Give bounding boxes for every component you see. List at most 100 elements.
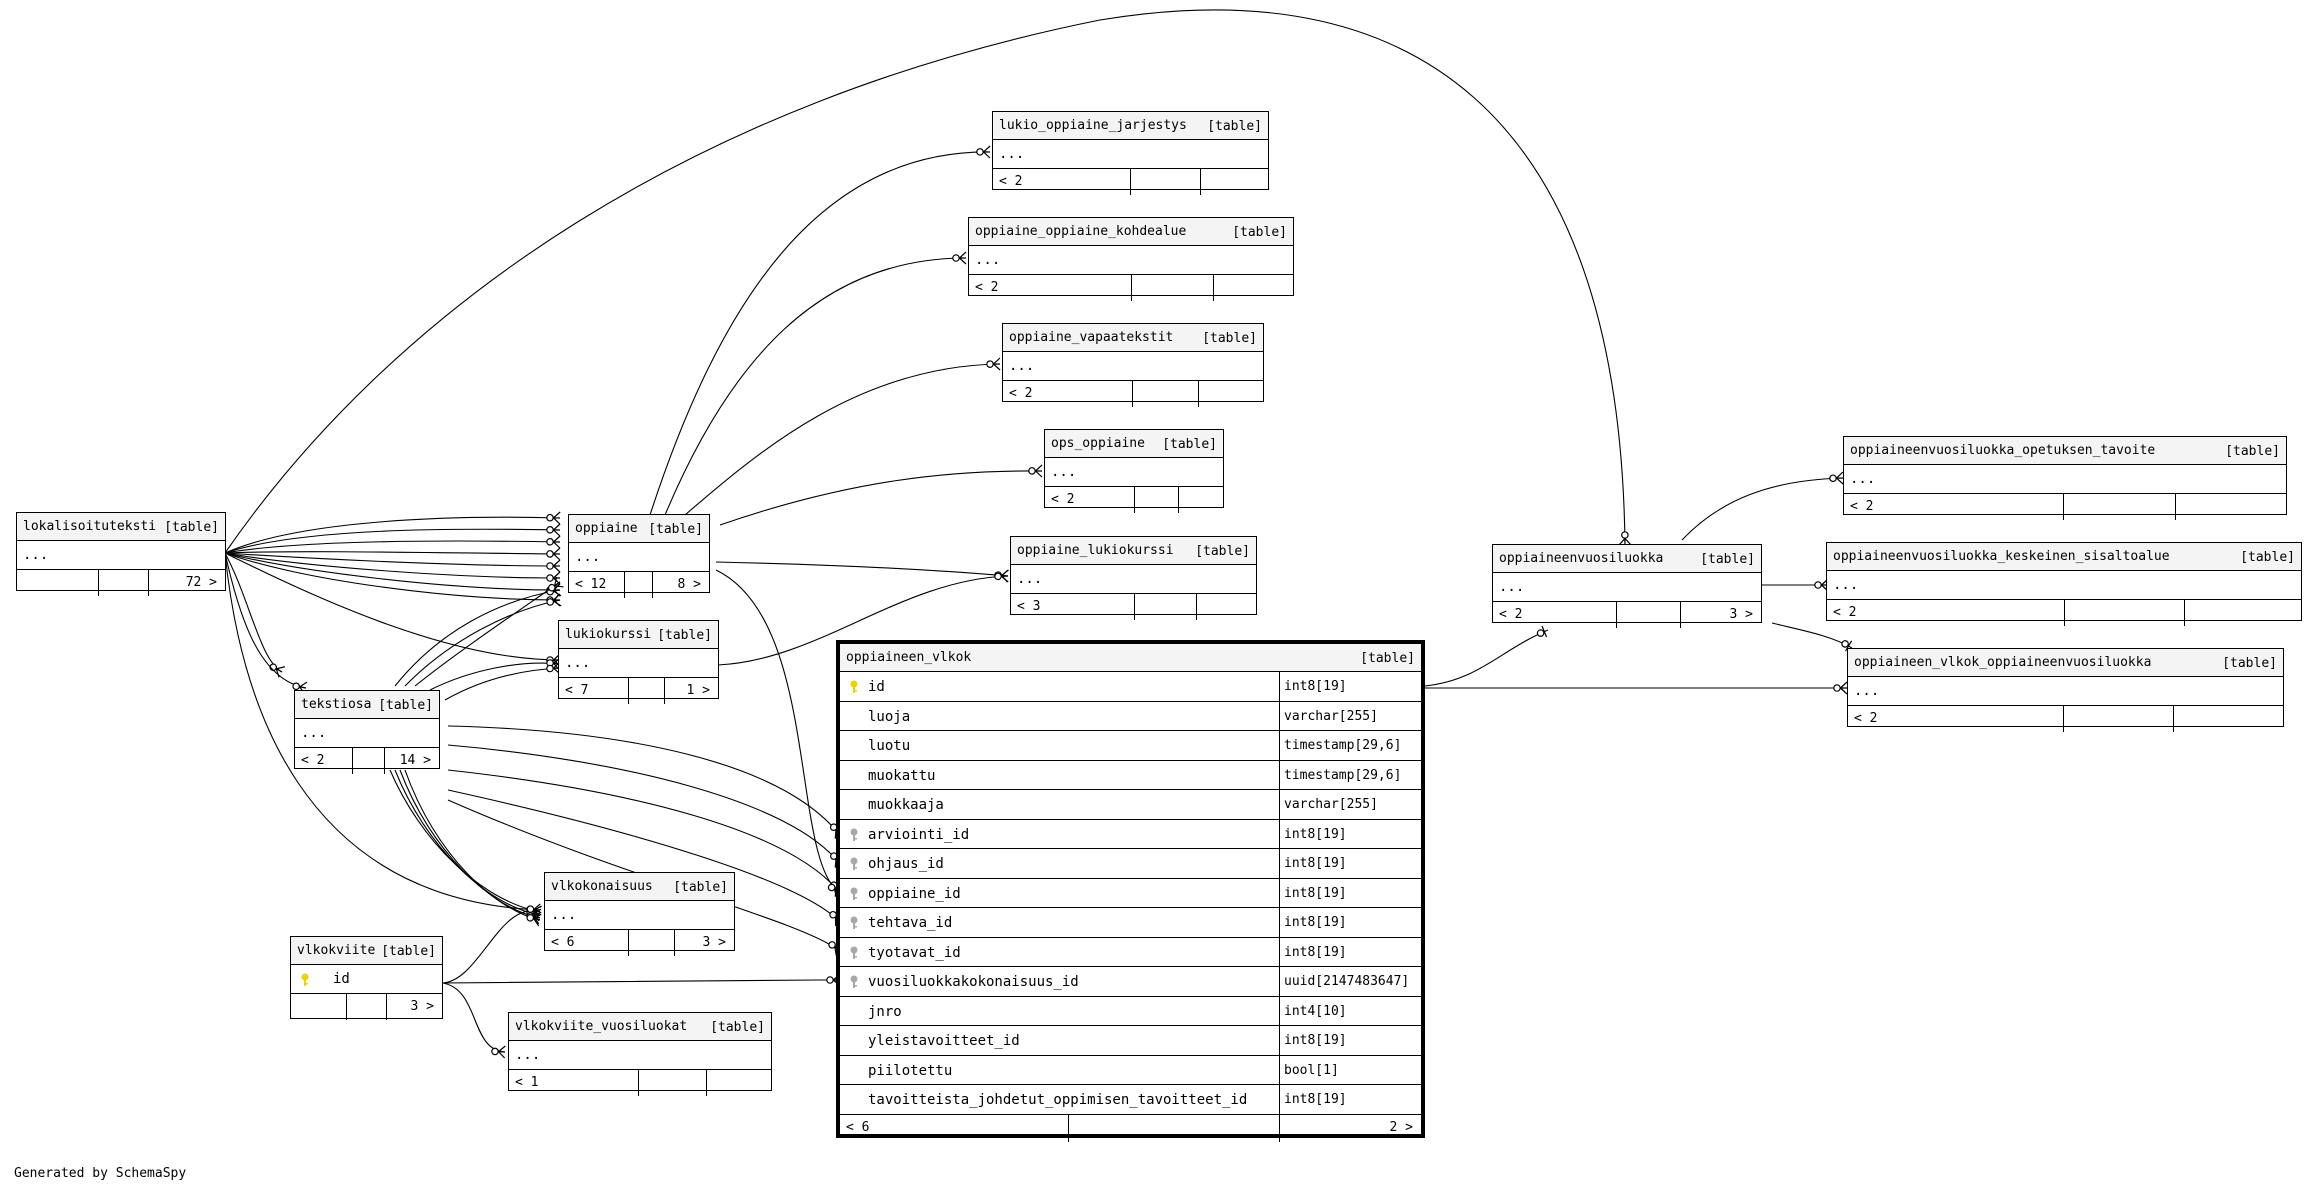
table-name: lukio_oppiaine_jarjestys (999, 118, 1187, 133)
column-type-cell: varchar[255] (1280, 790, 1421, 819)
foreign-key-icon (850, 946, 858, 959)
table-type: [table] (2222, 656, 2277, 671)
parents-count[interactable]: < 2 (975, 280, 999, 295)
children-count[interactable]: 3 > (1729, 607, 1753, 622)
column-type: uuid[2147483647] (1284, 974, 1410, 989)
table-footer: < 2 (1844, 494, 2286, 520)
children-count[interactable]: 2 > (1389, 1119, 1413, 1135)
more-columns: ... (1003, 352, 1263, 381)
table-lukio-oppiaine-jarjestys[interactable]: lukio_oppiaine_jarjestys[table] ... < 2 (992, 111, 1269, 195)
parents-count[interactable]: < 7 (565, 683, 589, 698)
parents-count[interactable]: < 2 (1009, 386, 1033, 401)
relation-line (442, 905, 542, 984)
column-type-cell: timestamp[29,6] (1280, 761, 1421, 790)
table-name: ops_oppiaine (1051, 436, 1145, 451)
table-header: oppiaine_oppiaine_kohdealue[table] (969, 218, 1293, 246)
column-name: tavoitteista_johdetut_oppimisen_tavoitte… (868, 1092, 1248, 1108)
parents-count[interactable]: < 6 (551, 935, 575, 950)
children-count[interactable]: 72 > (185, 575, 217, 590)
ellipsis: ... (515, 1047, 541, 1063)
table-footer: < 2 (1848, 706, 2283, 732)
table-oppiaineenvuosiluokka[interactable]: oppiaineenvuosiluokka[table] ... < 2 3 > (1492, 544, 1762, 628)
parents-count[interactable]: < 2 (999, 174, 1023, 189)
column-type-cell: int4[10] (1280, 997, 1421, 1026)
children-count[interactable]: 3 > (410, 999, 434, 1014)
children-count[interactable]: 8 > (677, 577, 701, 592)
column-name: vuosiluokkakokonaisuus_id (868, 974, 1079, 990)
foreign-key-icon (850, 857, 858, 870)
table-lukiokurssi[interactable]: lukiokurssi[table] ... < 7 1 > (558, 620, 719, 704)
table-type: [table] (657, 628, 712, 643)
column-name: arviointi_id (868, 826, 970, 843)
parents-count[interactable]: < 2 (1854, 711, 1878, 726)
more-columns: ... (1848, 677, 2283, 706)
relation-line (447, 789, 845, 927)
table-footer: < 3 (1011, 594, 1256, 620)
more-columns: ... (17, 541, 225, 570)
table-lokalisoituteksti[interactable]: lokalisoituteksti[table] ... 72 > (16, 512, 226, 596)
table-ops-oppiaine[interactable]: ops_oppiaine[table] ... < 2 (1044, 429, 1224, 513)
table-oppiaine-vapaatekstit[interactable]: oppiaine_vapaatekstit[table] ... < 2 (1002, 323, 1264, 407)
table-header: lukio_oppiaine_jarjestys[table] (993, 112, 1268, 140)
relation-line (442, 973, 841, 987)
column-type-cell: int8[19] (1280, 672, 1421, 701)
column-name-cell: id (840, 672, 1280, 701)
table-name: oppiaineenvuosiluokka_opetuksen_tavoite (1850, 443, 2156, 458)
children-count[interactable]: 14 > (399, 753, 431, 768)
relation-line (442, 982, 506, 1059)
column-type: int8[19] (1284, 1033, 1347, 1048)
parents-count[interactable]: < 3 (1017, 599, 1041, 614)
column-type: bool[1] (1284, 1062, 1339, 1078)
generator-credit: Generated by SchemaSpy (14, 1166, 187, 1181)
column-name-cell: yleistavoitteet_id (840, 1026, 1280, 1055)
parents-count[interactable]: < 2 (301, 753, 325, 768)
table-type: [table] (2225, 444, 2280, 459)
parents-count[interactable]: < 12 (575, 577, 607, 592)
column-type: int8[19] (1284, 915, 1347, 930)
relation-line (224, 552, 561, 597)
relation-line (224, 535, 561, 554)
table-oppiaineen-vlkok-oppiaineenvuosiluokka[interactable]: oppiaineen_vlkok_oppiaineenvuosiluokka[t… (1847, 648, 2284, 732)
column-type-cell: int8[19] (1280, 1085, 1421, 1114)
table-oppiaine-oppiaine-kohdealue[interactable]: oppiaine_oppiaine_kohdealue[table] ... <… (968, 217, 1294, 301)
relation-line (224, 552, 561, 585)
table-vlkokviite-vuosiluokat[interactable]: vlkokviite_vuosiluokat[table] ... < 1 (508, 1012, 772, 1096)
more-columns: ... (1493, 573, 1761, 602)
table-footer: < 12 8 > (569, 572, 709, 598)
table-tekstiosa[interactable]: tekstiosa[table] ... < 2 14 > (294, 690, 440, 774)
column-name-cell: oppiaine_id (840, 878, 1280, 907)
table-header: vlkokviite_vuosiluokat[table] (509, 1013, 771, 1041)
column-type-cell: bool[1] (1280, 1056, 1421, 1085)
column-name: ohjaus_id (868, 856, 944, 872)
parents-count[interactable]: < 2 (1051, 492, 1075, 507)
foreign-key-icon (850, 975, 858, 988)
column-name: muokkaaja (868, 797, 944, 813)
foreign-key-icon (850, 916, 858, 929)
parents-count[interactable]: < 2 (1499, 607, 1523, 622)
column-name-cell: vuosiluokkakokonaisuus_id (840, 967, 1280, 996)
table-footer: 3 > (291, 994, 442, 1020)
table-type: [table] (710, 1020, 765, 1035)
table-oppiaineenvuosiluokka-keskeinen-sisaltoalue[interactable]: oppiaineenvuosiluokka_keskeinen_sisaltoa… (1826, 542, 2302, 626)
relation-line (224, 552, 561, 667)
table-type: [table] (1232, 225, 1287, 240)
relation-line (444, 661, 561, 701)
parents-count[interactable]: < 2 (1833, 605, 1857, 620)
table-vlkokonaisuus[interactable]: vlkokonaisuus[table] ... < 6 3 > (544, 872, 735, 956)
parents-count[interactable]: < 2 (1850, 499, 1874, 514)
children-count[interactable]: 1 > (686, 683, 710, 698)
column-type: timestamp[29,6] (1284, 767, 1402, 783)
children-count[interactable]: 3 > (702, 935, 726, 950)
table-footer: < 6 3 > (545, 930, 734, 956)
relation-line (684, 357, 1001, 516)
parents-count[interactable]: < 6 (846, 1119, 870, 1135)
more-columns: ... (559, 649, 718, 678)
table-oppiaine[interactable]: oppiaine[table] ... < 12 8 > (568, 514, 710, 598)
table-vlkokviite[interactable]: vlkokviite[table] id 3 > (290, 936, 443, 1020)
more-columns: ... (545, 901, 734, 930)
parents-count[interactable]: < 1 (515, 1075, 539, 1090)
table-oppiaineenvuosiluokka-opetuksen-tavoite[interactable]: oppiaineenvuosiluokka_opetuksen_tavoite [… (1843, 436, 2287, 520)
table-oppiaine-lukiokurssi[interactable]: oppiaine_lukiokurssi[table] ... < 3 (1010, 536, 1257, 620)
relation-line (414, 576, 564, 687)
